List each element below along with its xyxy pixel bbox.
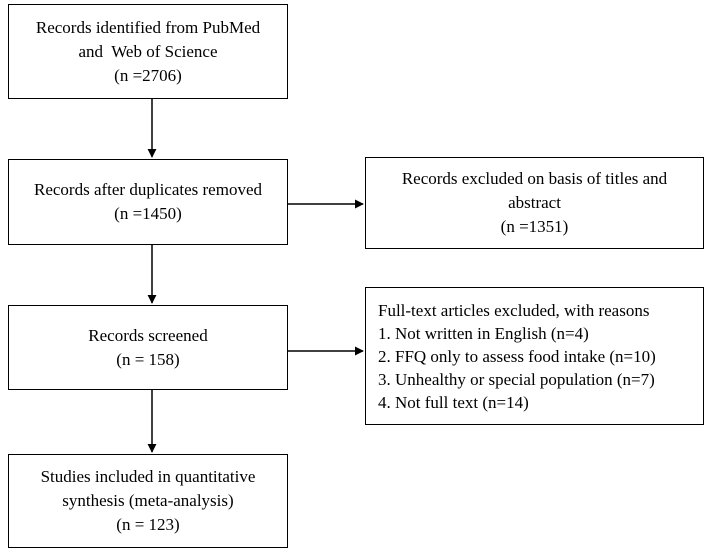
studies-included-line1: Studies included in quantitative: [40, 467, 256, 486]
records-screened-count: (n = 158): [116, 349, 180, 369]
excluded-titles-box: Records excluded on basis of titles and …: [365, 157, 704, 249]
exclusion-reason-item: 2. FFQ only to assess food intake (n=10): [378, 346, 656, 366]
duplicates-removed-box: Records after duplicates removed (n =145…: [8, 159, 288, 245]
studies-included-line2: synthesis (meta-analysis): [62, 491, 234, 510]
duplicates-removed-label: Records after duplicates removed: [34, 180, 262, 199]
records-screened-box: Records screened (n = 158): [8, 305, 288, 390]
records-identified-count: (n =2706): [114, 65, 182, 85]
exclusion-reason-item: 3. Unhealthy or special population (n=7): [378, 369, 655, 389]
excluded-titles-line1: Records excluded on basis of titles and: [401, 169, 668, 188]
records-screened-label: Records screened: [88, 325, 208, 345]
records-identified-line2: and Web of Science: [78, 41, 218, 61]
duplicates-removed-count: (n =1450): [114, 204, 182, 223]
records-identified-line1: Records identified from PubMed: [35, 17, 261, 37]
excluded-titles-line2: abstract: [508, 193, 561, 212]
fulltext-excluded-box: Full-text articles excluded, with reason…: [365, 287, 704, 425]
records-identified-box: Records identified from PubMed and Web o…: [8, 4, 288, 99]
studies-included-count: (n = 123): [116, 515, 180, 534]
excluded-titles-count: (n =1351): [500, 217, 569, 236]
studies-included-box: Studies included in quantitative synthes…: [8, 454, 288, 548]
exclusion-reason-item: 4. Not full text (n=14): [378, 392, 529, 412]
fulltext-excluded-header: Full-text articles excluded, with reason…: [378, 300, 650, 320]
exclusion-reason-item: 1. Not written in English (n=4): [378, 323, 589, 343]
